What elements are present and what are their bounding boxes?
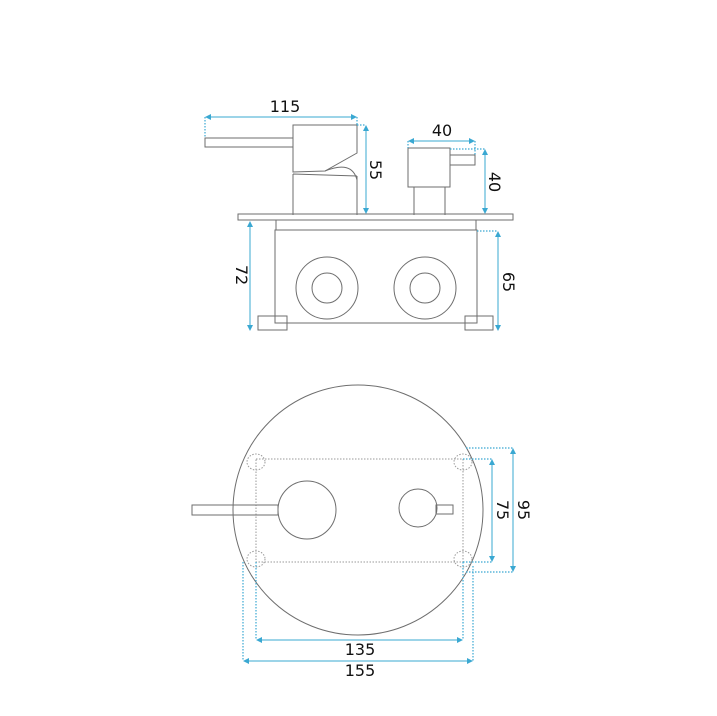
dim-label: 55: [366, 160, 385, 180]
mixer-lever: [204, 137, 294, 148]
dim-label: 75: [493, 500, 512, 520]
dim-diverter-height: 40: [450, 148, 504, 214]
dim-box-depth: 65: [477, 230, 518, 331]
port-right-inner: [409, 272, 441, 304]
box-foot-left: [257, 315, 288, 331]
diverter-lever: [435, 504, 454, 515]
cover-plate-circle: [232, 384, 484, 636]
dim-diverter-width: 40: [407, 121, 476, 155]
dim-label: 155: [345, 661, 376, 680]
mixer-stem: [292, 173, 358, 215]
dim-inner-height: 75: [463, 458, 512, 563]
dim-outer-height: 95: [466, 447, 533, 573]
dim-label: 135: [345, 640, 376, 659]
dim-lever-length: 115: [204, 97, 358, 138]
dim-label: 115: [270, 97, 301, 116]
mounting-lug: [246, 453, 266, 471]
dim-label: 72: [232, 265, 251, 285]
mounting-lug: [453, 550, 473, 568]
diverter-stem: [413, 187, 446, 215]
side-view: 115 55 40 40 72 65: [204, 97, 518, 331]
cover-plate: [237, 213, 514, 221]
diverter-handle: [407, 147, 451, 188]
dim-label: 95: [514, 500, 533, 520]
diverter-lever: [449, 154, 476, 166]
box-foot-right: [464, 315, 494, 331]
dim-box-depth-total: 72: [232, 221, 253, 331]
diverter-handle: [398, 488, 438, 528]
dim-outer-width: 155: [242, 562, 474, 680]
dim-label: 40: [432, 121, 452, 140]
dim-label: 65: [499, 272, 518, 292]
mixer-handle: [277, 480, 337, 540]
valve-box: [274, 229, 478, 324]
port-left-outer: [295, 256, 359, 320]
dim-label: 40: [485, 172, 504, 192]
hidden-box-outline: [255, 458, 464, 563]
port-left-inner: [311, 272, 343, 304]
mixer-lever: [191, 504, 279, 516]
mounting-lug: [246, 550, 266, 568]
box-flange: [275, 219, 477, 231]
mounting-lug: [453, 453, 473, 471]
dim-mixer-height: 55: [357, 124, 385, 214]
dim-inner-width: 135: [255, 562, 464, 659]
front-view: 75 95 135 155: [191, 384, 533, 680]
mixer-handle-body: [292, 124, 358, 173]
mixer-neck: [324, 166, 358, 181]
port-right-outer: [393, 256, 457, 320]
